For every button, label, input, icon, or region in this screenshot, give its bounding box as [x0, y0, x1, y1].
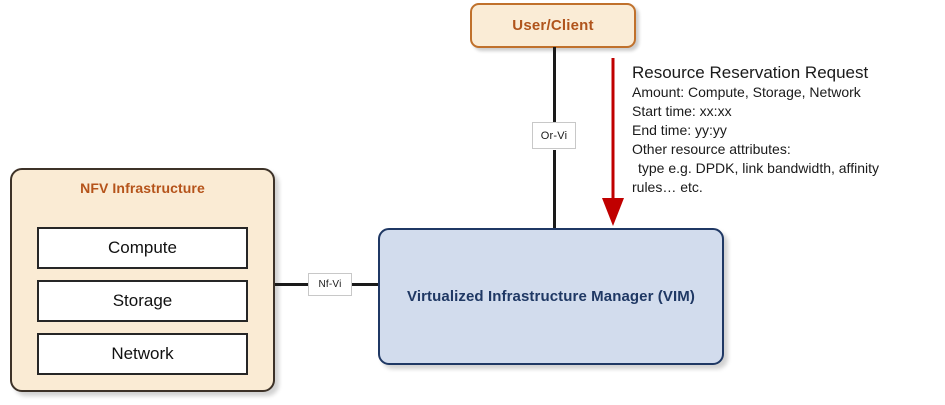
nfvi-resource-compute[interactable]: Compute: [37, 227, 248, 269]
node-vim-label: Virtualized Infrastructure Manager (VIM): [407, 288, 695, 305]
node-vim[interactable]: Virtualized Infrastructure Manager (VIM): [378, 228, 724, 365]
connector-user-client-to-or-vi: [553, 47, 556, 122]
annotation-line-other-attributes: Other resource attributes:: [632, 141, 791, 157]
annotation-line-attribute-examples: type e.g. DPDK, link bandwidth, affinity: [638, 160, 879, 176]
node-user-client[interactable]: User/Client: [470, 3, 636, 48]
resource-reservation-request-arrow: [602, 58, 624, 226]
nfvi-resource-network[interactable]: Network: [37, 333, 248, 375]
interface-label-or-vi: Or-Vi: [532, 122, 576, 149]
annotation-block: Resource Reservation Request Amount: Com…: [632, 62, 944, 197]
node-user-client-label: User/Client: [512, 17, 594, 34]
annotation-title: Resource Reservation Request: [632, 63, 869, 82]
node-nfv-infrastructure-title: NFV Infrastructure: [80, 180, 205, 196]
connector-or-vi-to-vim: [553, 150, 556, 230]
node-nfv-infrastructure[interactable]: NFV Infrastructure Compute Storage Netwo…: [10, 168, 275, 392]
nfvi-resource-network-label: Network: [111, 344, 174, 363]
interface-label-nf-vi: Nf-Vi: [308, 273, 352, 296]
arrow-head: [602, 198, 624, 226]
nfvi-resource-storage[interactable]: Storage: [37, 280, 248, 322]
annotation-line-amount: Amount: Compute, Storage, Network: [632, 84, 861, 100]
annotation-line-start-time: Start time: xx:xx: [632, 103, 732, 119]
nfvi-resource-storage-label: Storage: [112, 291, 173, 310]
nfvi-resource-compute-label: Compute: [108, 238, 177, 257]
annotation-line-attribute-examples-cont: rules… etc.: [632, 179, 703, 195]
interface-label-nf-vi-text: Nf-Vi: [318, 279, 342, 290]
annotation-line-end-time: End time: yy:yy: [632, 122, 727, 138]
interface-label-or-vi-text: Or-Vi: [540, 129, 568, 142]
